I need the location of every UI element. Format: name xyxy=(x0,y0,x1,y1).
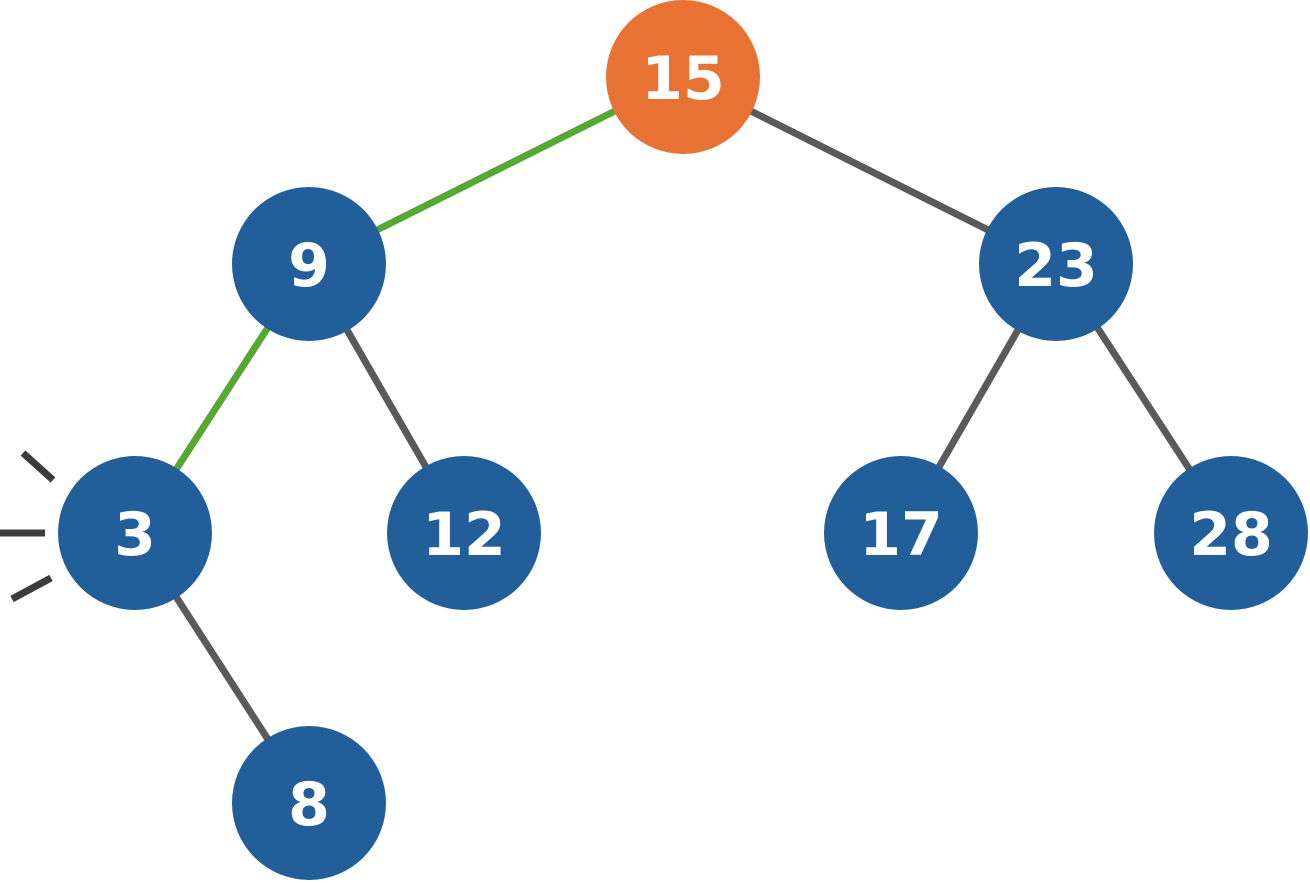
marker-stroke xyxy=(20,450,56,483)
node-label: 15 xyxy=(641,44,725,114)
node-circle xyxy=(232,187,386,341)
node-label: 23 xyxy=(1014,231,1098,301)
tree-node-23: 23 xyxy=(979,187,1133,341)
node-circle xyxy=(387,456,541,610)
tree-node-9: 9 xyxy=(232,187,386,341)
node-label: 9 xyxy=(288,231,330,301)
tree-node-12: 12 xyxy=(387,456,541,610)
edges xyxy=(132,73,1234,805)
tree-node-15: 15 xyxy=(606,0,760,154)
marker-stroke xyxy=(10,574,53,603)
tree-node-8: 8 xyxy=(232,726,386,880)
node-label: 17 xyxy=(859,500,943,570)
node-circle xyxy=(232,726,386,880)
node-label: 28 xyxy=(1189,500,1273,570)
node-circle xyxy=(606,0,760,154)
node-label: 12 xyxy=(422,500,506,570)
node-circle xyxy=(1154,456,1308,610)
node-circle xyxy=(58,456,212,610)
node-label: 8 xyxy=(288,770,330,840)
node-circle xyxy=(824,456,978,610)
tree-node-17: 17 xyxy=(824,456,978,610)
node-circle xyxy=(979,187,1133,341)
nodes: 15 9 23 3 12 17 28 8 xyxy=(58,0,1308,880)
attention-marker-icon xyxy=(0,450,56,603)
tree-node-28: 28 xyxy=(1154,456,1308,610)
tree-node-3: 3 xyxy=(58,456,212,610)
node-label: 3 xyxy=(114,500,156,570)
